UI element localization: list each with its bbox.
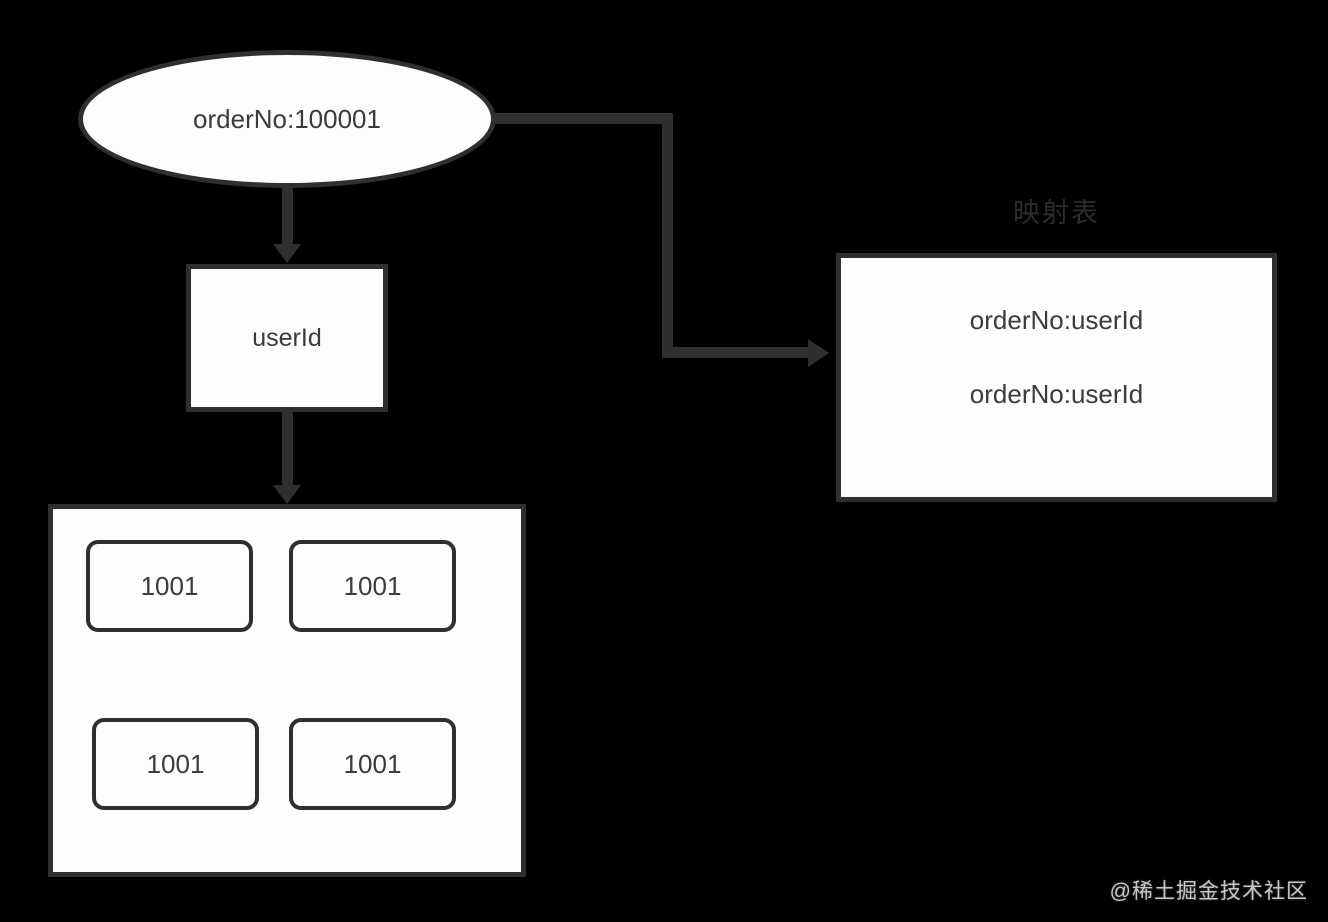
watermark: @稀土掘金技术社区 <box>1109 880 1308 903</box>
shard-container: 1001 1001 1001 1001 <box>48 504 526 877</box>
shard-cell-label: 1001 <box>146 748 205 779</box>
shard-cell: 1001 <box>289 718 456 810</box>
shard-cell-label: 1001 <box>343 570 402 601</box>
shard-cell-label: 1001 <box>140 570 199 601</box>
userid-label: userId <box>252 323 322 352</box>
shard-cell: 1001 <box>86 540 253 632</box>
shard-cell: 1001 <box>92 718 259 810</box>
connector-order-to-mapping-h2 <box>662 347 812 358</box>
connector-userid-to-shards <box>282 410 293 488</box>
arrow-down-icon <box>273 244 301 263</box>
mapping-row: orderNo:userId <box>969 305 1144 335</box>
mapping-table-caption: 映射表 <box>1013 198 1100 228</box>
connector-order-to-userid <box>282 186 293 248</box>
arrow-down-icon <box>273 485 301 504</box>
arrow-right-icon <box>808 339 829 367</box>
userid-node: userId <box>186 264 388 412</box>
connector-order-to-mapping-h1 <box>494 113 673 124</box>
connector-order-to-mapping-v <box>662 113 673 358</box>
mapping-table-node: orderNo:userId orderNo:userId <box>836 253 1277 502</box>
order-no-ellipse-node: orderNo:100001 <box>78 50 496 188</box>
shard-cell-label: 1001 <box>343 748 402 779</box>
order-no-label: orderNo:100001 <box>193 103 381 134</box>
mapping-row: orderNo:userId <box>969 379 1144 409</box>
shard-cell: 1001 <box>289 540 456 632</box>
